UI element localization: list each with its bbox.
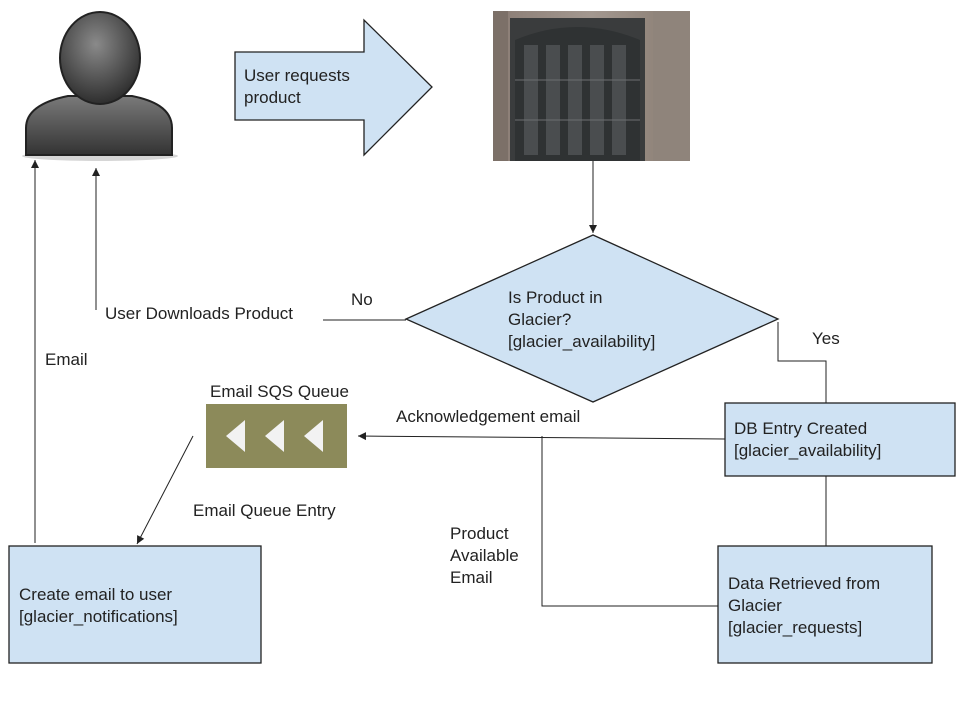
edge-label-ack-email: Acknowledgement email <box>396 407 581 426</box>
edge-retrieved-to-queue <box>541 436 718 607</box>
edge-label-email: Email <box>45 350 88 369</box>
data-retrieved-line3: [glacier_requests] <box>728 618 863 637</box>
product-available-line2: Available <box>450 546 519 565</box>
edge-label-user-downloads: User Downloads Product <box>105 304 294 323</box>
request-arrow-line2: product <box>244 88 301 107</box>
decision-line3: [glacier_availability] <box>508 332 656 351</box>
data-retrieved-box <box>717 545 933 664</box>
create-email-box <box>8 545 262 664</box>
db-entry-label: DB Entry Created [glacier_availability] <box>734 418 881 462</box>
product-available-line1: Product <box>450 524 509 543</box>
data-retrieved-line1: Data Retrieved from <box>728 574 881 593</box>
request-arrow-label: User requests product <box>244 65 350 109</box>
queue-arrows-icon <box>206 404 347 468</box>
edge-decision-yes <box>777 322 827 403</box>
edge-queue-to-create <box>136 435 194 545</box>
product-available-line3: Email <box>450 568 493 587</box>
edge-label-yes: Yes <box>812 329 840 348</box>
data-retrieved-line2: Glacier <box>728 596 782 615</box>
create-email-label: Create email to user [glacier_notificati… <box>19 584 178 628</box>
decision-line2: Glacier? <box>508 310 572 329</box>
create-email-line2: [glacier_notifications] <box>19 607 178 626</box>
db-entry-box <box>724 402 956 477</box>
edge-label-queue-entry: Email Queue Entry <box>193 501 336 520</box>
decision-label: Is Product in Glacier? [glacier_availabi… <box>508 287 655 353</box>
user-avatar-icon <box>22 11 178 161</box>
db-entry-line1: DB Entry Created <box>734 419 868 438</box>
data-retrieved-label: Data Retrieved from Glacier [glacier_req… <box>728 573 880 639</box>
user-request-arrow <box>234 18 433 157</box>
decision-line1: Is Product in <box>508 288 603 307</box>
queue-title: Email SQS Queue <box>210 382 349 401</box>
door-image <box>493 11 690 161</box>
edge-label-product-available: Product Available Email <box>450 523 519 589</box>
request-arrow-line1: User requests <box>244 66 350 85</box>
decision-diamond <box>404 234 780 403</box>
db-entry-line2: [glacier_availability] <box>734 441 882 460</box>
create-email-line1: Create email to user <box>19 585 173 604</box>
edge-label-no: No <box>351 290 373 309</box>
